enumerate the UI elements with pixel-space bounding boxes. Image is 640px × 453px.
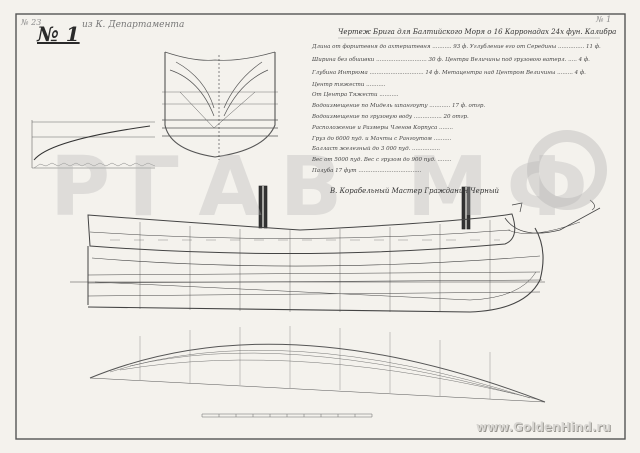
spec-line: Груз до 6000 пуд. и Мачты с Рангоутом ..…	[312, 136, 452, 142]
watermark: РГАВ МФ	[50, 140, 606, 235]
spec-line: Балласт железный до 3 000 пуд. .........…	[312, 146, 441, 152]
body-plan	[162, 51, 278, 160]
drawing-title: Чертеж Брига для Балтийского Моря о 16 К…	[338, 28, 617, 36]
spec-line: Палуба 17 фут ..........................…	[312, 168, 422, 174]
spec-line: Глубина Интрюма ........................…	[312, 70, 586, 76]
scale-bar	[201, 413, 373, 418]
archive-number-right: № 1	[596, 15, 612, 24]
watermark-ring	[527, 130, 607, 210]
spec-line: Водоизмещение по Мидель шпангоуту ......…	[312, 103, 486, 109]
sheet-border	[15, 13, 626, 440]
corner-annotation: из К. Департамента	[82, 20, 185, 30]
archive-number-left: № 23	[21, 18, 42, 27]
spec-line: Центр тяжести ...........	[312, 82, 386, 88]
spec-line: Водоизмещение по грузовую воду .........…	[312, 114, 469, 120]
half-breadth-plan	[89, 326, 546, 403]
sheer-plan	[70, 199, 601, 313]
drawing-number: № 1	[37, 22, 80, 46]
site-watermark: www.GoldenHind.ru	[476, 420, 611, 434]
spec-line: Длина от форштевня до ахтерштевня ......…	[312, 44, 601, 50]
displacement-scale	[31, 120, 156, 169]
spec-line: Ширина без обшивки .....................…	[312, 57, 590, 63]
signature-line: В. Корабельный Мастер Гражданин Черный	[330, 187, 500, 195]
masts	[258, 185, 471, 230]
spec-line: Расположение и Размеры Членов Корпуса ..…	[312, 125, 454, 131]
spec-line: От Центра Тяжести ...........	[312, 92, 399, 98]
spec-line: Вес от 5000 пуд. Вес с грузом до 900 пуд…	[312, 157, 452, 163]
